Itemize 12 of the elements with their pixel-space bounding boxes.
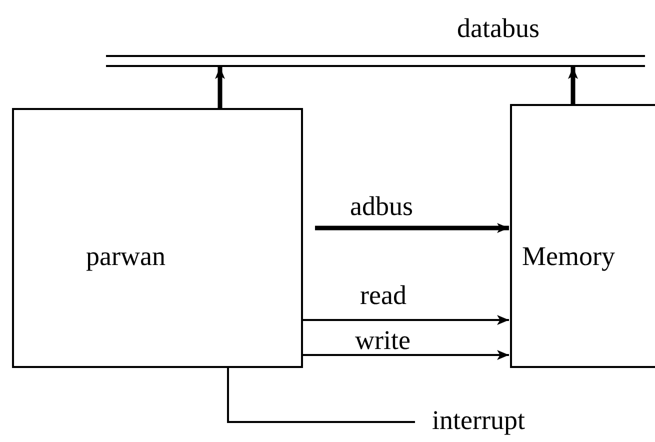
- processor-box: [12, 108, 303, 368]
- signal-label: interrupt: [432, 407, 525, 434]
- arrow: [315, 223, 509, 233]
- box-label: Memory: [522, 243, 615, 270]
- arrow: [303, 350, 509, 360]
- bus-label: databus: [457, 15, 540, 42]
- arrow: [303, 315, 509, 325]
- arrow: [568, 67, 578, 104]
- arrow: [215, 67, 225, 108]
- memory-box: [510, 104, 655, 368]
- connector-line: [227, 368, 415, 423]
- box-label: parwan: [86, 243, 166, 270]
